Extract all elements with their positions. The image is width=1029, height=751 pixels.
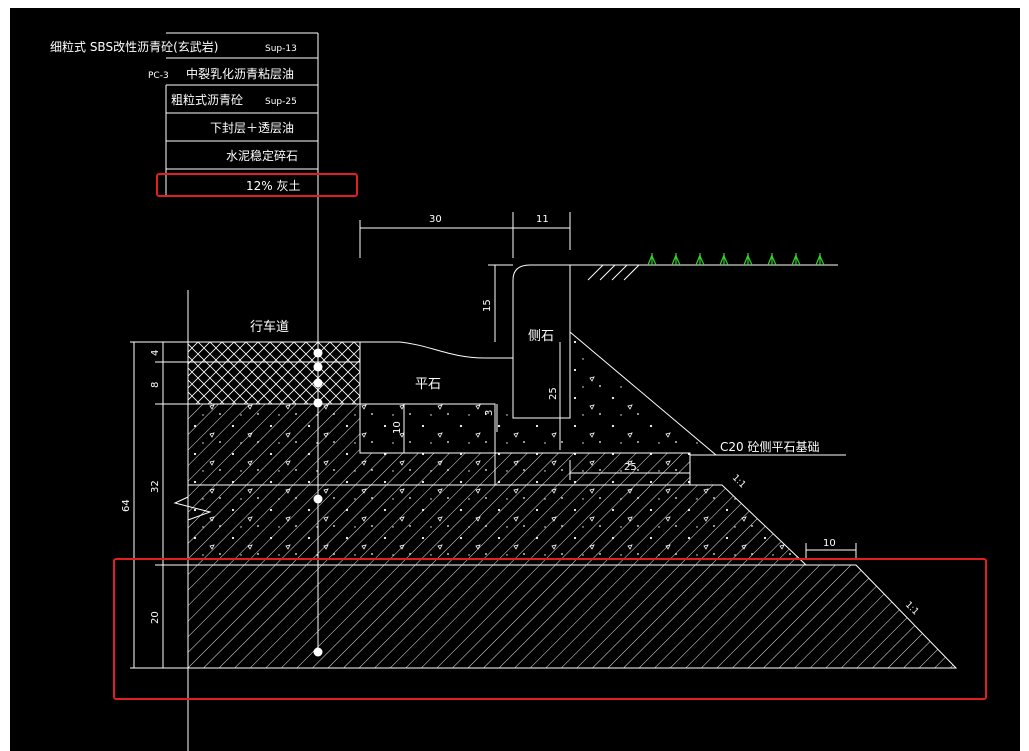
leader-point xyxy=(313,378,323,388)
curb-stone xyxy=(512,264,571,419)
dim-left-20: 20 xyxy=(150,611,161,624)
dim-curb-15: 15 xyxy=(482,299,493,312)
dim-left-4: 4 xyxy=(150,350,161,356)
legend-row-1-name: 细粒式 SBS改性沥青砼(玄武岩) xyxy=(50,39,218,54)
surface-layer-8cm xyxy=(187,361,361,405)
legend-row-3-name: 粗粒式沥青砼 xyxy=(171,92,243,107)
dim-flat-3: 3 xyxy=(484,410,495,416)
curb-foundation-outline xyxy=(494,452,691,486)
legend-row-3-code: Sup-25 xyxy=(265,97,297,107)
label-carriageway: 行车道 xyxy=(250,319,289,335)
legend-row-2-code: PC-3 xyxy=(148,71,169,81)
dimensions: 30 11 15 25 3 10 25 10 4 8 32 20 64 xyxy=(121,212,857,669)
legend-row-1-code: Sup-13 xyxy=(265,44,297,54)
leader-point xyxy=(313,398,323,408)
dim-top-11: 11 xyxy=(536,214,549,225)
surface-layer-4cm xyxy=(187,341,361,363)
dim-edge-10: 10 xyxy=(823,538,836,549)
legend-row-4-name: 下封层＋透层油 xyxy=(210,121,294,135)
dim-left-32: 32 xyxy=(150,480,161,493)
highlight-box-lime-soil-layer xyxy=(113,558,987,700)
leader-point xyxy=(313,647,323,657)
dim-base-25: 25 xyxy=(624,462,637,473)
dim-left-8: 8 xyxy=(150,382,161,388)
grass-icon xyxy=(647,253,825,266)
label-curb-stone: 侧石 xyxy=(528,329,554,344)
pavement-section xyxy=(173,33,958,751)
label-flat-stone: 平石 xyxy=(415,377,441,392)
dim-flat-10: 10 xyxy=(392,421,403,434)
dim-top-30: 30 xyxy=(429,214,442,225)
legend-row-2-name: 中裂乳化沥青粘层油 xyxy=(186,66,294,81)
highlight-box-lime-soil-legend xyxy=(156,173,358,197)
leader-point xyxy=(313,494,323,504)
legend-row-6-name: 12% 灰土 xyxy=(246,179,301,193)
annotations: 行车道 平石 侧石 C20 砼侧平石基础 1:1 1:1 xyxy=(250,319,920,617)
lime-soil-layer xyxy=(187,564,958,669)
dim-curb-25: 25 xyxy=(548,387,559,400)
dim-total-64: 64 xyxy=(121,499,132,512)
flat-stone xyxy=(359,403,496,454)
leader-point xyxy=(313,348,323,358)
ground-hatch xyxy=(587,264,640,281)
leader-point xyxy=(313,362,323,372)
curb-foundation xyxy=(495,332,720,455)
legend-row-5-name: 水泥稳定碎石 xyxy=(226,148,298,163)
label-curb-base: C20 砼侧平石基础 xyxy=(720,440,819,454)
